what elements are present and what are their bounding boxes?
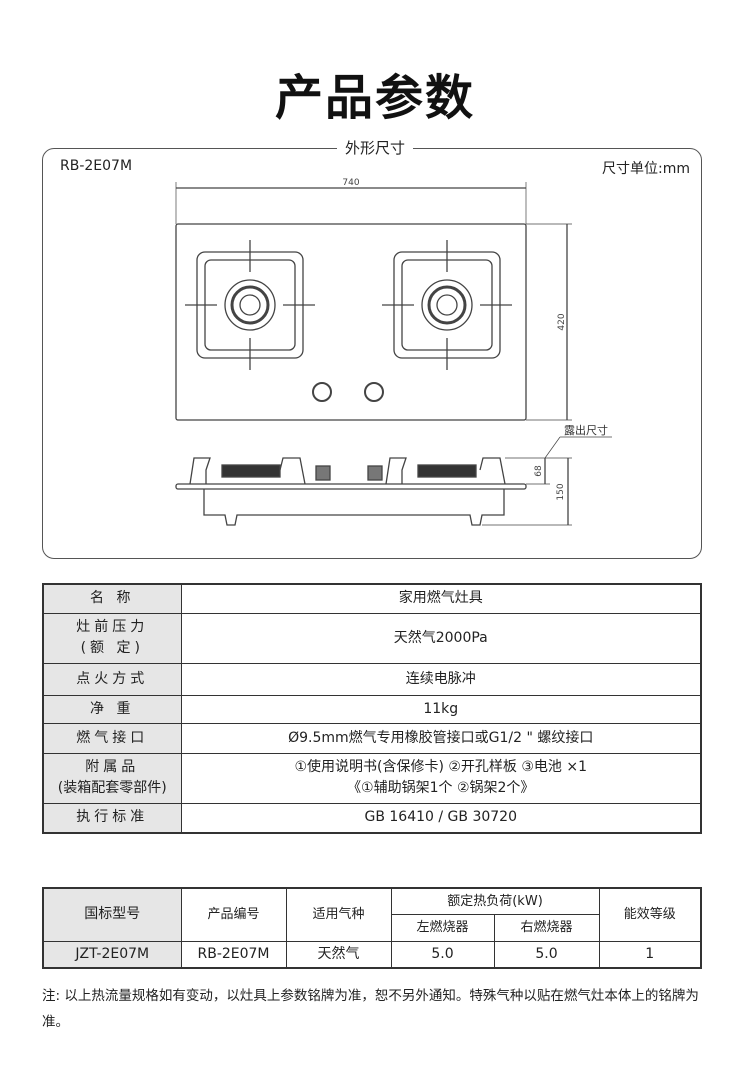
spec-key: 名 称 — [42, 583, 182, 614]
header-right-burner: 右燃烧器 — [493, 913, 600, 942]
burner-left — [185, 240, 315, 370]
model-label: RB-2E07M — [60, 158, 133, 174]
table-header-row: 国标型号 产品编号 适用气种 额定热负荷(kW) 能效等级 — [42, 887, 702, 942]
spec-key: 燃气接口 — [42, 722, 182, 754]
table-row: 点火方式连续电脉冲 — [42, 662, 702, 696]
header-product-no: 产品编号 — [180, 887, 287, 942]
spec-key-line: (装箱配套零部件) — [57, 780, 167, 796]
spec-key: 净 重 — [42, 694, 182, 724]
side-view — [175, 457, 527, 526]
spec-key: 点火方式 — [42, 662, 182, 696]
spec-key: 附属品 (装箱配套零部件) — [42, 752, 182, 804]
cell-right-burner: 5.0 — [493, 940, 600, 969]
spec-value-line: ①使用说明书(含保修卡) ②开孔样板 ③电池 ×1 — [294, 759, 588, 775]
footnote: 注: 以上热流量规格如有变动，以灶具上参数铭牌为准，恕不另外通知。特殊气种以贴在… — [42, 988, 699, 1030]
exposed-dim: 68 — [534, 465, 544, 477]
table-header-row: 左燃烧器 右燃烧器 — [43, 913, 701, 942]
top-view — [175, 223, 527, 421]
table-row: 灶前压力 (额 定) 天然气2000Pa — [42, 612, 702, 664]
cell-left-burner: 5.0 — [390, 940, 495, 969]
legend-text: 外形尺寸 — [336, 139, 413, 157]
cell-gas: 天然气 — [285, 940, 392, 969]
table-row: JZT-2E07M RB-2E07M 天然气 5.0 5.0 1 — [42, 940, 702, 969]
spec-value: 天然气2000Pa — [180, 612, 702, 664]
spec-key: 灶前压力 (额 定) — [42, 612, 182, 664]
spec-value-line: 《①辅助锅架1个 ②锅架2个》 — [347, 780, 535, 796]
exposed-label: 露出尺寸 — [564, 423, 608, 437]
spec-value: GB 16410 / GB 30720 — [180, 802, 702, 834]
depth-dim: 420 — [557, 313, 567, 330]
model-table: 国标型号 产品编号 适用气种 额定热负荷(kW) 能效等级 左燃烧器 右燃烧器 … — [42, 887, 702, 969]
knob-left — [312, 382, 332, 402]
knob-right — [364, 382, 384, 402]
page-title: 产品参数 — [274, 70, 475, 126]
header-std-model: 国标型号 — [42, 887, 182, 942]
spec-value: 连续电脉冲 — [180, 662, 702, 696]
spec-value: 家用燃气灶具 — [180, 583, 702, 614]
header-heat-load: 额定热负荷(kW) — [390, 887, 600, 915]
frame-legend: 外形尺寸 — [0, 137, 750, 158]
cell-product-no: RB-2E07M — [180, 940, 287, 969]
spec-value: Ø9.5mm燃气专用橡胶管接口或G1/2 " 螺纹接口 — [180, 722, 702, 754]
spec-key-line: 附属品 — [85, 759, 140, 775]
burner-right — [382, 240, 512, 370]
header-grade: 能效等级 — [598, 887, 702, 942]
cell-grade: 1 — [598, 940, 702, 969]
unit-label: 尺寸单位:mm — [602, 161, 690, 177]
spec-key-line: (额 定) — [80, 640, 144, 656]
spec-table: 名 称家用燃气灶具 灶前压力 (额 定) 天然气2000Pa 点火方式连续电脉冲 净… — [42, 583, 702, 834]
header-gas: 适用气种 — [285, 887, 392, 942]
header-left-burner: 左燃烧器 — [390, 913, 495, 942]
spec-value: 11kg — [180, 694, 702, 724]
cell-std-model: JZT-2E07M — [42, 940, 182, 969]
stove-drawing: 740 420 露出尺寸 68 150 — [175, 178, 612, 526]
width-dim: 740 — [342, 178, 359, 188]
spec-value: ①使用说明书(含保修卡) ②开孔样板 ③电池 ×1 《①辅助锅架1个 ②锅架2个》 — [180, 752, 702, 804]
height-dim: 150 — [556, 483, 566, 500]
table-row: 名 称家用燃气灶具 — [42, 583, 702, 614]
table-row: 附属品 (装箱配套零部件) ①使用说明书(含保修卡) ②开孔样板 ③电池 ×1 《①辅… — [42, 752, 702, 804]
spec-key: 执行标准 — [42, 802, 182, 834]
spec-key-line: 灶前压力 — [76, 619, 149, 635]
